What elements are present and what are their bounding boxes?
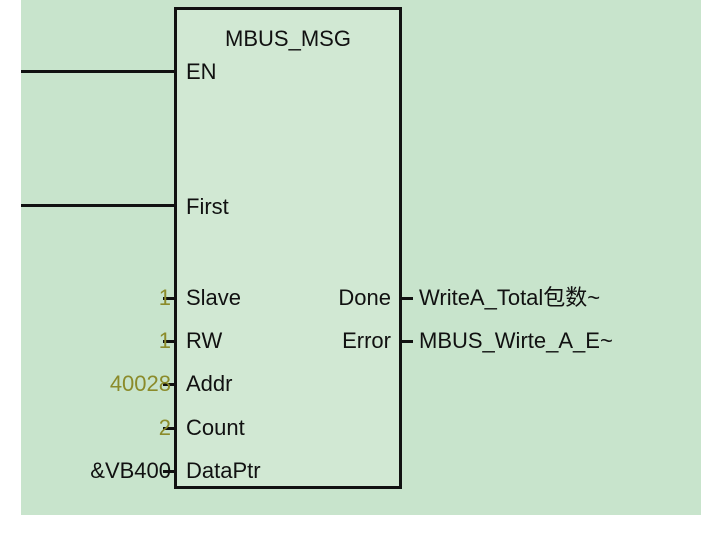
addr-stub xyxy=(163,383,176,386)
block-title: MBUS_MSG xyxy=(225,26,351,51)
mbus-msg-block[interactable]: MBUS_MSG xyxy=(174,7,402,489)
pin-rw-label: RW xyxy=(186,328,223,353)
pin-done-label: Done xyxy=(338,285,391,310)
error-symbol[interactable]: MBUS_Wirte_A_E~ xyxy=(419,328,613,353)
addr-value[interactable]: 40028 xyxy=(109,371,171,396)
error-stub xyxy=(402,340,413,343)
slave-stub xyxy=(163,297,176,300)
dataptr-value[interactable]: &VB400 xyxy=(90,458,171,483)
count-value[interactable]: 2 xyxy=(158,415,171,440)
pin-error-label: Error xyxy=(342,328,391,353)
done-symbol[interactable]: WriteA_Total包数~ xyxy=(419,285,601,310)
rw-stub xyxy=(163,340,176,343)
pin-slave-label: Slave xyxy=(186,285,242,310)
dataptr-stub xyxy=(163,470,176,473)
first-wire[interactable] xyxy=(21,204,176,207)
slave-value[interactable]: 1 xyxy=(158,285,171,310)
rw-value[interactable]: 1 xyxy=(158,328,171,353)
pin-addr-label: Addr xyxy=(186,371,233,396)
pin-en-label: EN xyxy=(186,59,217,84)
pin-count-label: Count xyxy=(186,415,245,440)
network-bottom-margin xyxy=(0,515,701,547)
pin-first-label: First xyxy=(186,194,229,219)
done-stub xyxy=(402,297,413,300)
count-stub xyxy=(163,427,176,430)
en-wire[interactable] xyxy=(21,70,176,73)
pin-dataptr-label: DataPtr xyxy=(186,458,261,483)
